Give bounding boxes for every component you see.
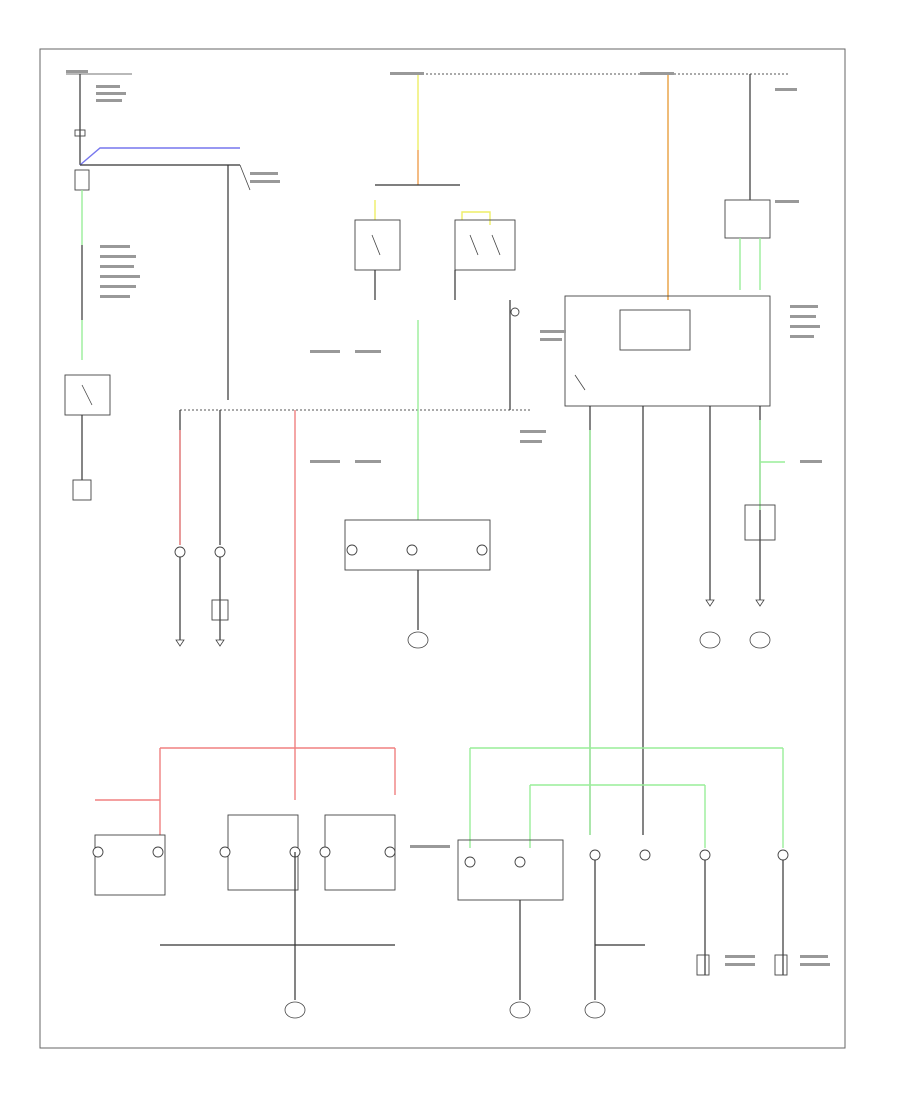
left-switch-box: [64, 374, 111, 416]
center-switch-left: [354, 219, 401, 271]
bulb-center-2: [406, 544, 418, 556]
bulb-lower-right-1: [464, 856, 476, 868]
left-connector-box: [211, 599, 229, 621]
upper-left-diagonal: [239, 164, 251, 191]
center-yellow-right: [461, 211, 491, 225]
center-bulb-group: [344, 519, 491, 571]
lower-left-box-1: [94, 834, 166, 896]
ground-right-3: [699, 631, 721, 649]
lower-right-module: [457, 839, 564, 901]
bulb-left-1: [174, 546, 186, 558]
ground-lower-right-1: [509, 1001, 531, 1019]
ground-right-1: [705, 599, 715, 607]
center-switch-right-contact: [469, 234, 501, 256]
bulb-lower-right-3: [589, 849, 601, 861]
bulb-lower-5: [319, 846, 331, 858]
bulb-lower-right-6: [777, 849, 789, 861]
right-relay-box: [724, 199, 771, 239]
top-left-feed: [66, 73, 132, 165]
bulb-lower-1: [92, 846, 104, 858]
diagram-frame: [39, 48, 846, 1049]
bulb-lower-right-4: [639, 849, 651, 861]
ground-center: [407, 631, 429, 649]
ground-right-2: [755, 599, 765, 607]
center-switch-right: [454, 219, 516, 271]
ground-left-2: [215, 639, 225, 647]
bulb-lower-3: [219, 846, 231, 858]
center-switch-left-contact: [371, 234, 381, 256]
bulb-lower-2: [152, 846, 164, 858]
left-lower-box: [72, 479, 92, 501]
ground-left-1: [175, 639, 185, 647]
bulb-lower-right-5: [699, 849, 711, 861]
lower-right-box-b: [774, 954, 788, 976]
right-module-contact: [574, 374, 586, 391]
bulb-center-1: [346, 544, 358, 556]
right-lower-switch: [744, 504, 776, 541]
left-switch-contact: [81, 384, 93, 406]
bulb-center-3: [476, 544, 488, 556]
bulb-left-2: [214, 546, 226, 558]
right-inner-relay: [619, 309, 691, 351]
left-switch-block: [74, 169, 90, 191]
bulb-lower-6: [384, 846, 396, 858]
lower-left-box-3: [324, 814, 396, 891]
ground-lower-left: [284, 1001, 306, 1019]
ground-right-4: [749, 631, 771, 649]
center-right-connector: [510, 307, 520, 317]
blue-wire: [79, 147, 240, 166]
right-module-box: [564, 295, 771, 407]
lower-left-box-2: [227, 814, 299, 891]
lower-right-box-a: [696, 954, 710, 976]
bulb-lower-right-2: [514, 856, 526, 868]
ground-lower-right-2: [584, 1001, 606, 1019]
label-marks: [66, 70, 830, 966]
